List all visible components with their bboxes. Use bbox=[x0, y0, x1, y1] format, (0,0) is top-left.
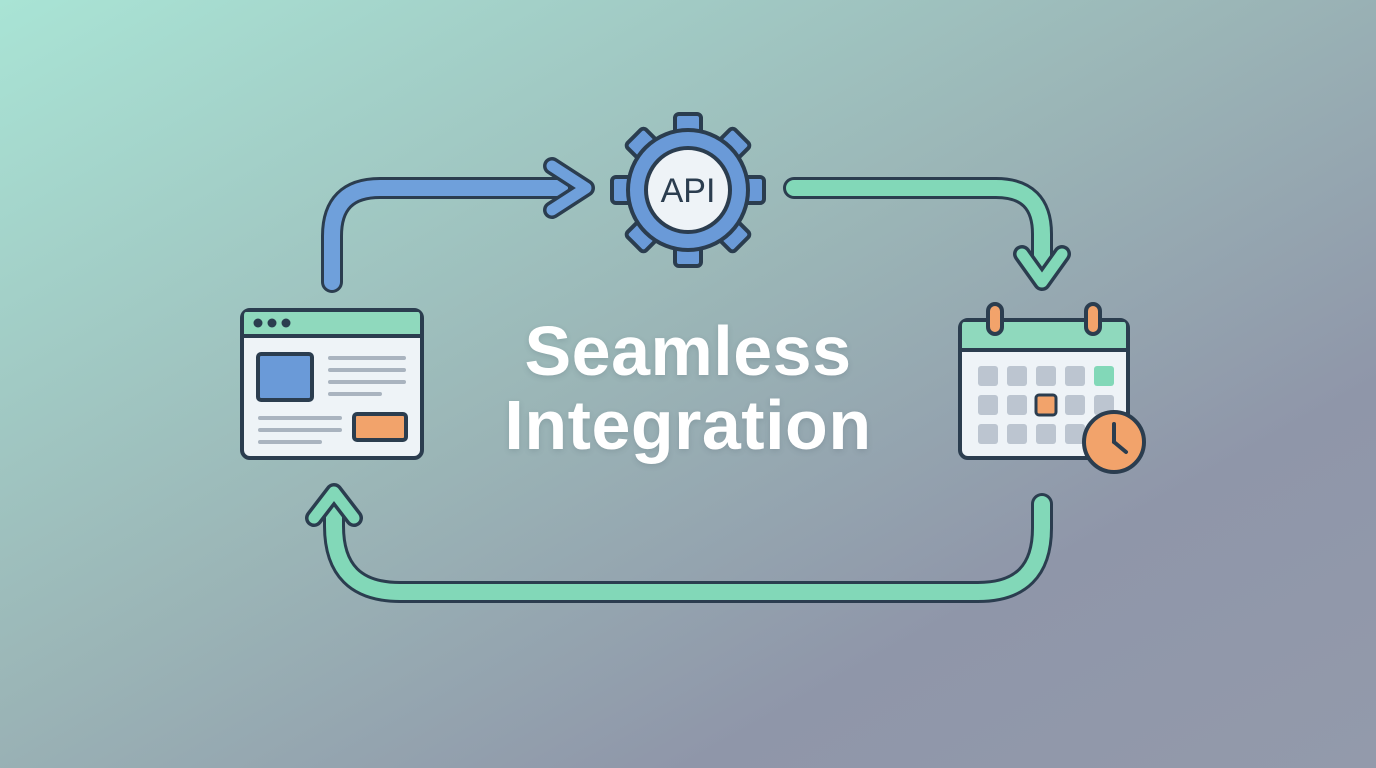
calendar-grid bbox=[978, 366, 1114, 444]
title-line-2: Integration bbox=[504, 386, 872, 464]
calendar-day-cell bbox=[1036, 424, 1056, 444]
calendar-day-cell bbox=[978, 424, 998, 444]
calendar-day-cell bbox=[978, 366, 998, 386]
calendar-day-cell bbox=[978, 395, 998, 415]
api-gear: API bbox=[610, 112, 766, 268]
clock-icon bbox=[1082, 410, 1146, 474]
calendar-day-cell bbox=[1065, 395, 1085, 415]
calendar-day-cell bbox=[1007, 395, 1027, 415]
api-label: API bbox=[661, 172, 716, 210]
calendar-day-cell bbox=[1007, 424, 1027, 444]
calendar-day-cell bbox=[1094, 395, 1114, 415]
browser-window-icon bbox=[240, 308, 424, 460]
calendar-day-cell bbox=[1094, 366, 1114, 386]
calendar-day-cell bbox=[1065, 366, 1085, 386]
page-title: Seamless Integration bbox=[388, 314, 988, 462]
calendar-day-cell bbox=[1034, 393, 1058, 417]
title-line-1: Seamless bbox=[524, 312, 852, 390]
calendar-icon bbox=[958, 302, 1130, 460]
arrow-app-to-api bbox=[321, 157, 595, 293]
arrow-calendar-to-app bbox=[305, 483, 1053, 603]
calendar-day-cell bbox=[1065, 424, 1085, 444]
arrow-api-to-calendar bbox=[783, 177, 1071, 291]
calendar-day-cell bbox=[1007, 366, 1027, 386]
calendar-day-cell bbox=[1036, 366, 1056, 386]
